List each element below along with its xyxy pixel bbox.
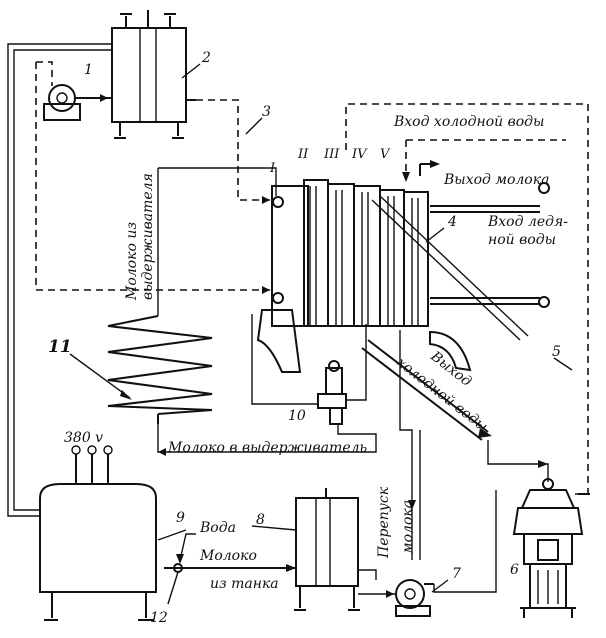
heater-tank-9 — [39, 445, 157, 621]
bypass-label-1: Перепуск — [376, 486, 392, 559]
bypass-label-2: молока — [400, 500, 416, 554]
separator-6 — [512, 478, 590, 618]
milk-from-holder-line — [157, 167, 277, 316]
plate-section-1: I — [269, 161, 276, 176]
diagonal-line-b — [379, 195, 529, 337]
label-12: 12 — [150, 610, 168, 626]
pipe-valve-bottom — [157, 424, 377, 453]
milk-from-tank-label-1: Молоко — [199, 548, 257, 564]
plate-section-4: IV — [351, 147, 368, 162]
boiler-2 — [111, 10, 196, 139]
hot-water-line — [35, 62, 270, 291]
holding-coil-11 — [107, 315, 213, 424]
milk-out-label: Выход молока — [443, 172, 549, 188]
diagonal-line-a — [371, 199, 521, 341]
pump7-to-separator — [433, 490, 497, 593]
water-label: Вода — [199, 520, 236, 536]
outer-pipe-left-b — [13, 49, 112, 511]
pipe-valve-right — [346, 324, 367, 401]
plate-section-5: V — [380, 147, 391, 162]
pipe-to-valve — [251, 314, 318, 405]
label-4: 4 — [447, 214, 457, 230]
milk-to-holder-label: Молоко в выдерживатель — [167, 440, 367, 456]
coil-pointer-11 — [69, 353, 131, 399]
hot-water-return — [36, 61, 53, 86]
bypass-line — [399, 330, 413, 560]
label-10: 10 — [288, 408, 306, 424]
milk-from-holder-label-2: выдерживателя — [140, 173, 156, 300]
label-9: 9 — [176, 510, 185, 526]
valve-10 — [317, 360, 347, 425]
voltage-label: 380 v — [64, 430, 103, 446]
cold-water-out-b — [361, 347, 483, 441]
ice-water-in-label-1: Вход ледя- — [487, 214, 568, 230]
label-6: 6 — [510, 562, 519, 578]
line-to-separator — [487, 440, 549, 482]
label-7: 7 — [452, 566, 461, 582]
label-11: 11 — [48, 337, 72, 357]
label-1: 1 — [84, 62, 93, 78]
plate-section-2: II — [297, 147, 309, 162]
tank-8 — [294, 488, 377, 611]
milk-from-tank-label-2: из танка — [210, 576, 279, 592]
cold-water-in-label: Вход холодной воды — [393, 114, 544, 130]
label-3: 3 — [262, 104, 271, 120]
pump-1 — [43, 84, 112, 121]
label-2: 2 — [201, 50, 211, 66]
cold-water-out-a — [367, 339, 489, 433]
plate-heat-exchanger-4 — [256, 179, 550, 373]
milk-from-holder-label-1: Молоко из — [124, 222, 140, 301]
plate-section-3: III — [323, 147, 340, 162]
pump-7 — [358, 579, 434, 617]
outer-pipe-left-a — [7, 43, 112, 517]
hot-water-supply — [196, 99, 270, 201]
label-8: 8 — [256, 512, 265, 528]
label-5: 5 — [552, 344, 561, 360]
water-line — [179, 533, 196, 561]
ice-water-in-label-2: ной воды — [488, 232, 556, 248]
